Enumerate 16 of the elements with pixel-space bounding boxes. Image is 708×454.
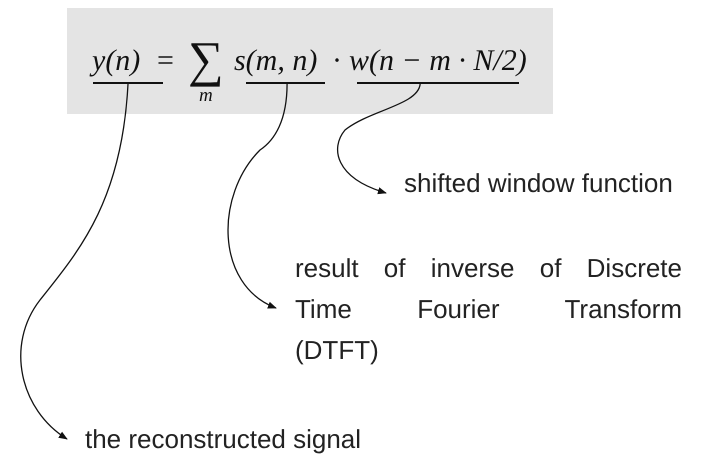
multiply-dot: · bbox=[332, 46, 342, 76]
formula-term: w(n − m · N/2) bbox=[349, 46, 527, 76]
annotation-text: result of inverse of Discrete Time Fourier Transform (DTFT) bbox=[276, 248, 682, 371]
sum-index: m bbox=[199, 86, 213, 105]
equals-sign: = bbox=[157, 46, 174, 76]
formula-term: s(m, n) bbox=[234, 46, 318, 76]
formula-term: y(n) bbox=[92, 46, 140, 76]
annotation-text: the reconstructed signal bbox=[67, 425, 362, 453]
underline-bar bbox=[93, 82, 163, 84]
formula-panel bbox=[67, 8, 553, 114]
underline-bar bbox=[357, 82, 519, 84]
annotation-text: shifted window function bbox=[386, 167, 673, 199]
underline-bar bbox=[246, 82, 325, 84]
leader-arrow bbox=[228, 84, 288, 309]
leader-arrow bbox=[337, 84, 421, 194]
leader-arrow bbox=[20, 84, 129, 440]
